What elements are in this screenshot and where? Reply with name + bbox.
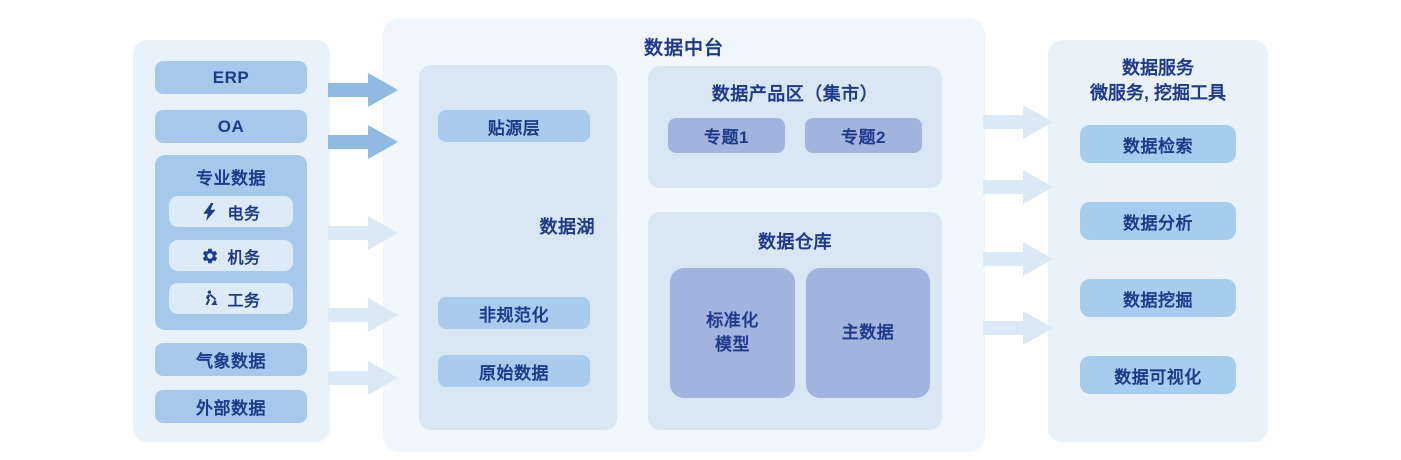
service-data-retrieval-label: 数据检索 (1123, 136, 1193, 156)
raw-data-item: 原始数据 (438, 355, 590, 387)
service-data-mining: 数据挖掘 (1080, 279, 1236, 317)
master-data-cell: 主数据 (806, 268, 930, 398)
source-external-label: 外部数据 (196, 399, 266, 418)
topic1-label: 专题1 (704, 128, 749, 147)
source-engineering-label: 工务 (227, 292, 261, 310)
professional-group-title: 专业数据 (196, 169, 266, 188)
flow-arrow-analysis (983, 170, 1053, 204)
topic2-label: 专题2 (841, 128, 886, 147)
data-product-zone-box: 数据产品区（集市） 专题1 专题2 (648, 66, 942, 188)
source-oa: OA (155, 110, 307, 143)
topic1-item: 专题1 (668, 118, 785, 153)
source-weather-label: 气象数据 (196, 352, 266, 371)
services-title: 数据服务 微服务, 挖掘工具 (1048, 56, 1268, 106)
flow-arrow-erp (328, 73, 398, 107)
source-electrical-label: 电务 (227, 205, 261, 223)
source-mechanical-label: 机务 (227, 249, 261, 267)
bolt-icon (201, 202, 219, 221)
source-professional-group: 专业数据 电务 机务 (155, 155, 307, 330)
source-mechanical: 机务 (169, 240, 293, 271)
worker-icon (201, 289, 219, 308)
service-data-analysis: 数据分析 (1080, 202, 1236, 240)
platform-title: 数据中台 (643, 38, 724, 59)
gear-icon (201, 247, 219, 265)
topic2-item: 专题2 (805, 118, 922, 153)
source-electrical: 电务 (169, 196, 293, 227)
data-sources-panel: ERP OA 专业数据 电务 机务 (133, 40, 330, 442)
non-standardized-label: 非规范化 (479, 305, 549, 325)
raw-data-label: 原始数据 (479, 363, 549, 383)
flow-arrow-visualization (983, 311, 1053, 345)
source-oa-label: OA (217, 116, 245, 136)
data-services-panel: 数据服务 微服务, 挖掘工具 数据检索 数据分析 数据挖掘 数据可视化 (1048, 40, 1268, 442)
standard-model-cell: 标准化 模型 (670, 268, 795, 398)
flow-arrow-mining (983, 242, 1053, 276)
service-data-visualization: 数据可视化 (1080, 356, 1236, 394)
service-data-retrieval: 数据检索 (1080, 125, 1236, 163)
service-data-analysis-label: 数据分析 (1123, 213, 1193, 233)
source-erp-label: ERP (212, 67, 250, 87)
source-external: 外部数据 (155, 390, 307, 423)
source-layer-item: 贴源层 (438, 110, 590, 142)
flow-arrow-external (328, 361, 398, 395)
source-layer-label: 贴源层 (487, 118, 541, 138)
flow-arrow-weather (328, 298, 398, 332)
data-lake-box: 贴源层 数据湖 非规范化 原始数据 (419, 65, 617, 430)
product-zone-title: 数据产品区（集市） (711, 84, 879, 104)
data-warehouse-box: 数据仓库 标准化 模型 主数据 (648, 212, 942, 430)
flow-arrow-retrieval (983, 105, 1053, 139)
source-engineering: 工务 (169, 283, 293, 314)
source-erp: ERP (155, 61, 307, 94)
service-data-mining-label: 数据挖掘 (1123, 290, 1193, 310)
flow-arrow-professional (328, 216, 398, 250)
data-platform-panel: 数据中台 贴源层 数据湖 非规范化 原始数据 数据产品区（集市） 专题1 专题2 (383, 18, 985, 452)
warehouse-title: 数据仓库 (758, 232, 832, 252)
services-title-line2: 微服务, 挖掘工具 (1089, 83, 1226, 103)
service-data-visualization-label: 数据可视化 (1114, 367, 1202, 387)
non-standardized-item: 非规范化 (438, 297, 590, 329)
data-lake-label: 数据湖 (539, 217, 595, 237)
services-title-line1: 数据服务 (1122, 58, 1194, 78)
source-weather: 气象数据 (155, 343, 307, 376)
flow-arrow-oa (328, 125, 398, 159)
